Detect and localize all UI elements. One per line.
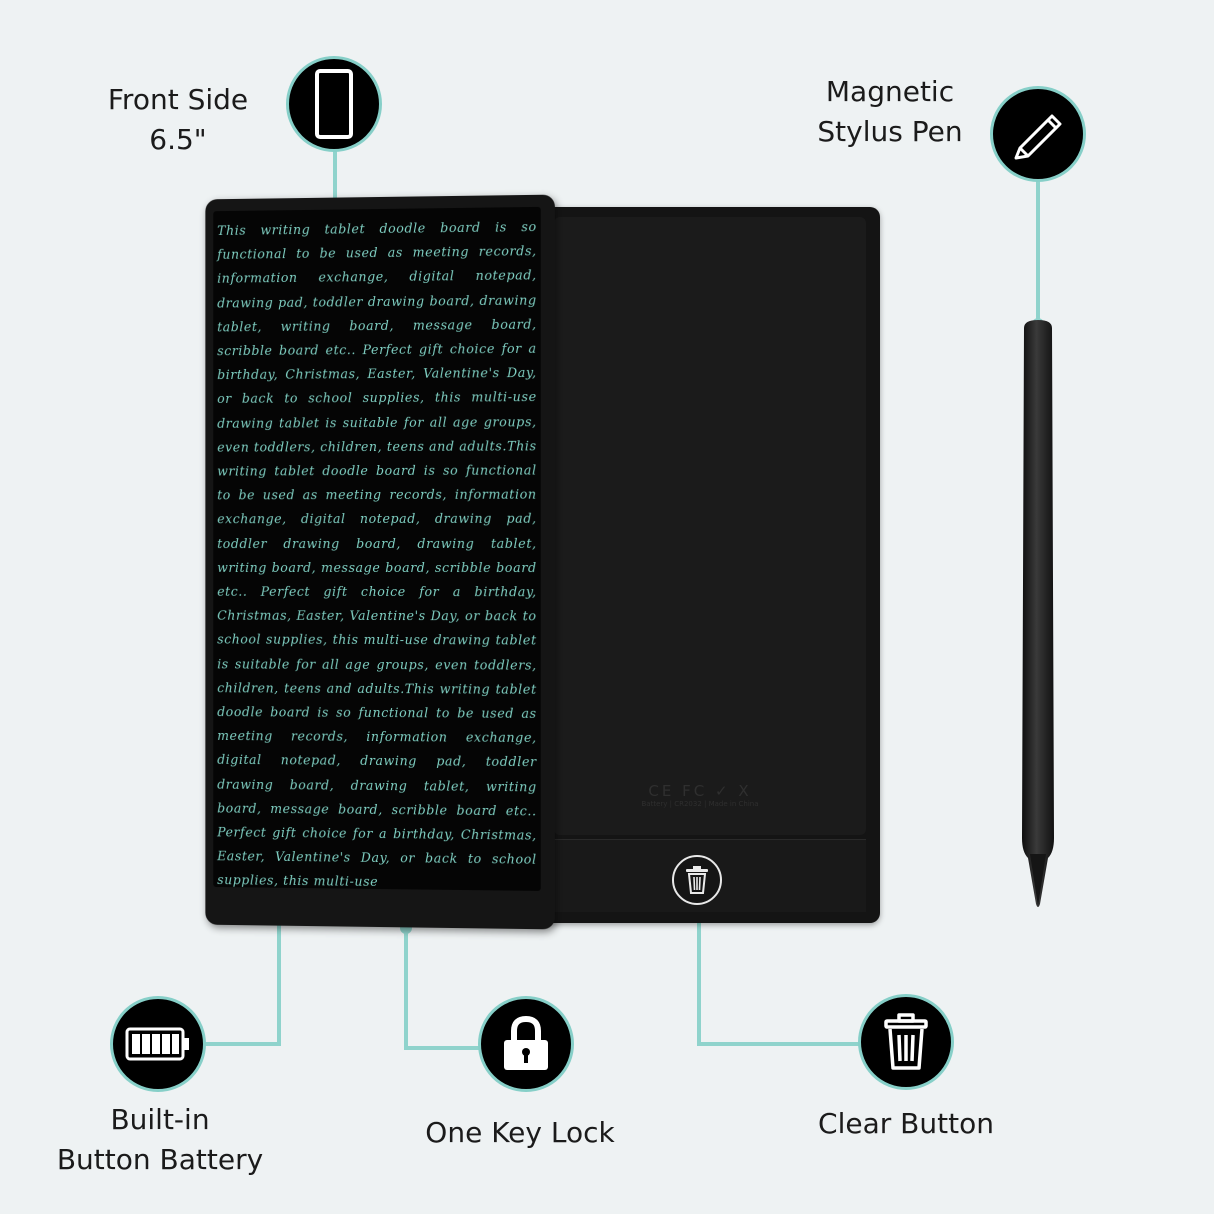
- device-clear-button[interactable]: [672, 855, 722, 905]
- battery-label-line2: Button Battery: [56, 1143, 264, 1176]
- lock-icon: [504, 1015, 548, 1070]
- battery-label-line1: Built-in: [110, 1103, 210, 1136]
- lock-label: One Key Lock: [405, 1113, 635, 1153]
- lcd-screen: This writing tablet doodle board is so f…: [213, 206, 541, 891]
- screen-handwriting-text: This writing tablet doodle board is so f…: [217, 218, 537, 890]
- stylus-label: Magnetic Stylus Pen: [790, 72, 990, 152]
- battery-connector-horizontal: [205, 1042, 281, 1046]
- front-side-label-line2: 6.5": [149, 123, 207, 156]
- stylus-connector: [1036, 180, 1040, 325]
- battery-label: Built-in Button Battery: [40, 1100, 280, 1180]
- pencil-icon: [1014, 114, 1062, 160]
- lock-label-text: One Key Lock: [425, 1116, 615, 1149]
- trash-icon: [686, 866, 708, 894]
- lock-connector-horizontal: [404, 1046, 480, 1050]
- tablet-front-panel: This writing tablet doodle board is so f…: [205, 194, 555, 930]
- stylus-badge: [990, 86, 1086, 182]
- clear-connector-horizontal: [697, 1042, 859, 1046]
- front-side-badge: [286, 56, 382, 152]
- front-side-label: Front Side 6.5": [88, 80, 268, 160]
- trash-icon: [884, 1013, 928, 1070]
- certification-marks: CE FC ✓ X Battery | CR2032 | Made in Chi…: [640, 782, 760, 808]
- battery-connector-vertical: [277, 922, 281, 1046]
- stylus-label-line1: Magnetic: [825, 75, 955, 108]
- tablet-back-surface: [554, 217, 866, 835]
- tablet-icon: [315, 69, 353, 139]
- certification-logos: CE FC ✓ X: [648, 782, 752, 800]
- tablet-back-panel: CE FC ✓ X Battery | CR2032 | Made in Chi…: [540, 207, 880, 923]
- stylus-label-line2: Stylus Pen: [817, 115, 963, 148]
- clear-badge: [858, 994, 954, 1090]
- lock-badge: [478, 996, 574, 1092]
- battery-icon: [125, 1027, 189, 1061]
- clear-label: Clear Button: [796, 1104, 1016, 1144]
- clear-connector-vertical: [697, 910, 701, 1046]
- battery-badge: [110, 996, 206, 1092]
- clear-label-text: Clear Button: [818, 1107, 994, 1140]
- front-side-connector: [333, 150, 337, 206]
- front-side-label-line1: Front Side: [107, 83, 249, 116]
- stylus-pen: [1022, 320, 1054, 907]
- lock-connector-vertical: [404, 930, 408, 1050]
- certification-small-print: Battery | CR2032 | Made in China: [641, 800, 759, 808]
